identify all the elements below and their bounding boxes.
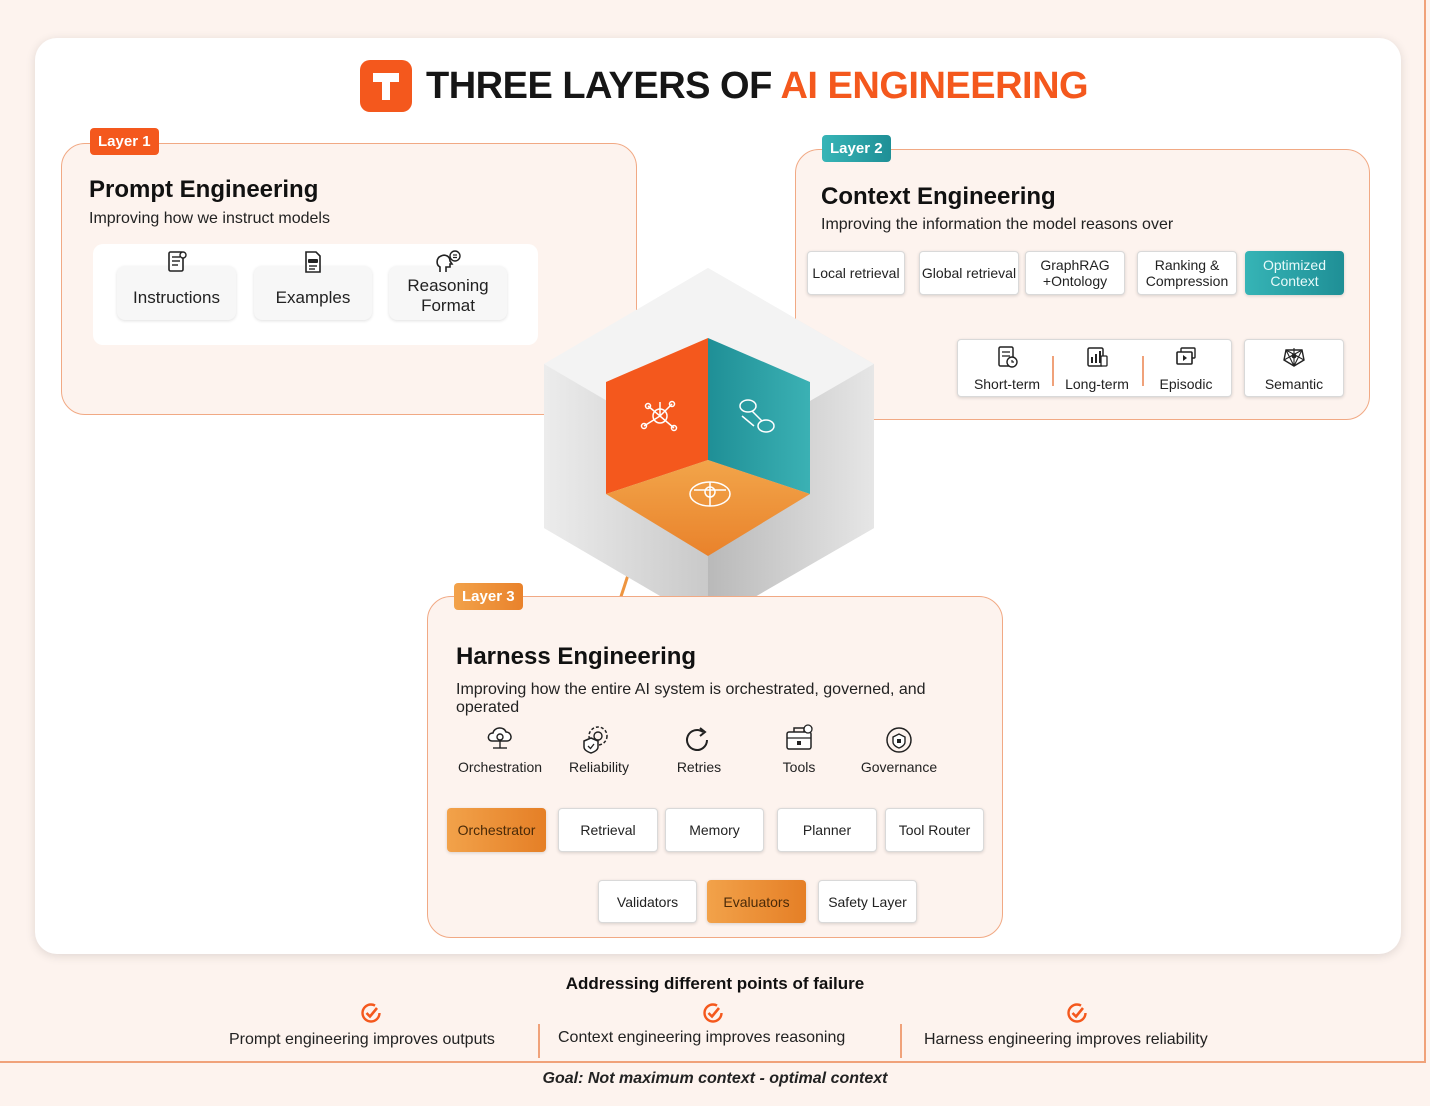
- check-icon-1: [360, 1002, 382, 1028]
- harness-step-orchestrator: Orchestrator: [447, 808, 546, 852]
- footer-heading: Addressing different points of failure: [565, 974, 865, 993]
- footer-separator-2: [900, 1024, 902, 1058]
- frame-line-right: [1424, 0, 1426, 1062]
- footer-item-context: Context engineering improves reasoning: [558, 1029, 846, 1046]
- harness-step-tool-router: Tool Router: [885, 808, 984, 852]
- item-examples: Examples: [254, 251, 372, 320]
- title-part1: THREE LAYERS OF: [426, 64, 772, 107]
- frame-line-bottom: [0, 1061, 1426, 1063]
- layer2-title: Context Engineering: [821, 183, 1056, 210]
- item-instructions-label: Instructions: [133, 288, 220, 307]
- footer-separator-1: [538, 1024, 540, 1058]
- footer-item-prompt: Prompt engineering improves outputs: [229, 1031, 495, 1048]
- item-examples-label: Examples: [275, 288, 351, 307]
- cap-governance-label: Governance: [860, 759, 938, 775]
- check-icon-3: [1066, 1002, 1088, 1028]
- media-stack-icon: [1145, 344, 1227, 373]
- linked-nodes-icon: [739, 399, 775, 433]
- ctx-step-global-retrieval: Global retrieval: [919, 251, 1019, 295]
- title-part2: AI ENGINEERING: [780, 64, 1089, 107]
- ctx-step-optimized-context: Optimized Context: [1245, 251, 1344, 295]
- layer2-subtitle: Improving the information the model reas…: [821, 216, 1174, 233]
- network-icon: [1253, 344, 1335, 373]
- goal-statement: Goal: Not maximum context - optimal cont…: [542, 1070, 888, 1087]
- logo-icon: [360, 60, 412, 112]
- file-list-icon: [302, 250, 324, 279]
- cap-tools-label: Tools: [782, 759, 816, 775]
- shield-gear-icon: [580, 723, 612, 759]
- head-idea-icon: [434, 250, 462, 281]
- memory-long-term-label: Long-term: [1065, 376, 1129, 392]
- cap-orchestration-label: Orchestration: [457, 759, 543, 775]
- check-icon-2: [702, 1002, 724, 1028]
- harness-step-validators: Validators: [598, 880, 697, 923]
- memory-semantic: Semantic: [1253, 344, 1335, 392]
- harness-step-evaluators: Evaluators: [707, 880, 806, 923]
- ctx-step-ranking: Ranking & Compression: [1137, 251, 1237, 295]
- cloud-gear-icon: [485, 723, 515, 759]
- ctx-step-local-retrieval: Local retrieval: [807, 251, 905, 295]
- page-title: THREE LAYERS OF AI ENGINEERING: [360, 60, 1089, 112]
- item-reasoning-format-label: Reasoning Format: [407, 276, 489, 315]
- layer3-subtitle: Improving how the entire AI system is or…: [456, 681, 926, 716]
- cap-retries-label: Retries: [676, 759, 722, 775]
- layer2-tag: Layer 2: [822, 135, 891, 162]
- layer1-tag: Layer 1: [90, 128, 159, 155]
- layer3-tag: Layer 3: [454, 583, 523, 610]
- cap-reliability-label: Reliability: [569, 759, 629, 775]
- footer-item-harness: Harness engineering improves reliability: [924, 1031, 1208, 1048]
- memory-long-term: Long-term: [1056, 344, 1138, 392]
- server-clock-icon: [966, 344, 1048, 373]
- neural-chip-icon: [640, 400, 678, 432]
- ctx-step-graphrag: GraphRAG +Ontology: [1025, 251, 1125, 295]
- document-icon: [166, 250, 188, 279]
- harness-step-retrieval: Retrieval: [558, 808, 658, 852]
- layer3-title: Harness Engineering: [456, 643, 697, 670]
- title-text: THREE LAYERS OF AI ENGINEERING: [426, 64, 1089, 108]
- layer1-subtitle: Improving how we instruct models: [89, 210, 330, 227]
- cube-illustration: [544, 268, 874, 624]
- harness-step-planner: Planner: [777, 808, 877, 852]
- governance-icon: [884, 725, 914, 759]
- layer1-title: Prompt Engineering: [89, 176, 319, 203]
- harness-hub-icon: [689, 481, 731, 507]
- memory-episodic-label: Episodic: [1159, 376, 1213, 392]
- item-reasoning-format: Reasoning Format: [389, 250, 507, 320]
- memory-short-term: Short-term: [966, 344, 1048, 392]
- database-chart-icon: [1056, 344, 1138, 373]
- harness-step-safety-layer: Safety Layer: [818, 880, 917, 923]
- harness-step-memory: Memory: [665, 808, 764, 852]
- memory-semantic-label: Semantic: [1264, 376, 1324, 392]
- memory-episodic: Episodic: [1145, 344, 1227, 392]
- toolbox-icon: [784, 723, 816, 759]
- retry-icon: [683, 725, 713, 759]
- memory-short-term-label: Short-term: [973, 376, 1041, 392]
- item-instructions: Instructions: [117, 251, 236, 320]
